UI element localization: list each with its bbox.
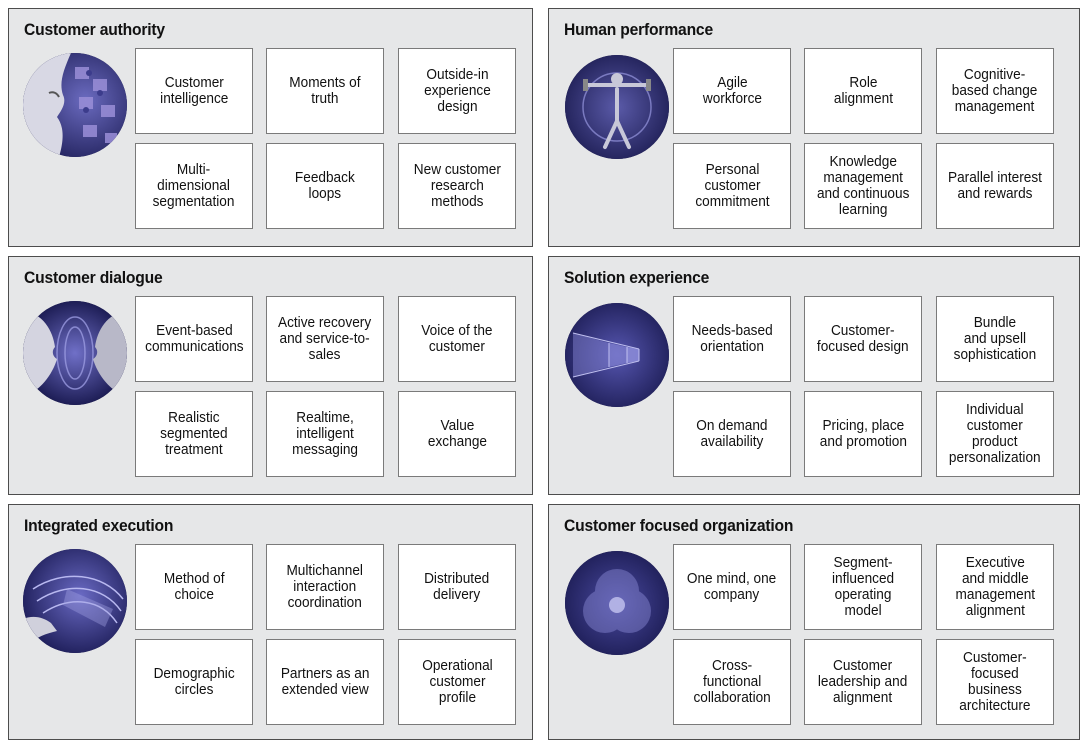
item-label: Role alignment xyxy=(833,75,893,107)
item-label: Personal customer commitment xyxy=(694,162,770,210)
item-box: Demographic circles xyxy=(135,639,253,725)
item-label: Knowledge management and continuous lear… xyxy=(816,154,910,218)
item-label: Bundle and upsell sophistication xyxy=(953,315,1037,363)
panel-customer-dialogue: Customer dialogue Event-based communicat… xyxy=(8,256,533,495)
item-label: Distributed delivery xyxy=(424,571,490,603)
item-box: Individual customer product personalizat… xyxy=(936,391,1054,477)
item-box: Knowledge management and continuous lear… xyxy=(804,143,922,229)
item-label: Method of choice xyxy=(163,571,225,603)
item-label: Customer- focused design xyxy=(817,323,909,355)
item-box: On demand availability xyxy=(673,391,791,477)
panel-integrated-execution: Integrated execution Method of choice Mu… xyxy=(8,504,533,740)
panel-customer-focused-organization: Customer focused organization One mind, … xyxy=(548,504,1080,740)
item-box: One mind, one company xyxy=(673,544,791,630)
item-box: Role alignment xyxy=(804,48,922,134)
item-box: Active recovery and service-to- sales xyxy=(266,296,384,382)
item-label: Needs-based orientation xyxy=(691,323,773,355)
item-box: Bundle and upsell sophistication xyxy=(936,296,1054,382)
panel-title: Solution experience xyxy=(564,268,710,287)
item-label: Outside-in experience design xyxy=(423,67,491,115)
panel-solution-experience: Solution experience Needs-based orientat… xyxy=(548,256,1080,495)
panel-title: Customer focused organization xyxy=(564,516,794,535)
item-label: Value exchange xyxy=(427,418,487,450)
item-label: Demographic circles xyxy=(153,666,235,698)
item-box: Needs-based orientation xyxy=(673,296,791,382)
panel-human-performance: Human performance Agile workforce Role a… xyxy=(548,8,1080,247)
tunnel-icon xyxy=(565,303,669,407)
item-label: Multi- dimensional segmentation xyxy=(153,162,235,210)
item-label: Cross- functional collaboration xyxy=(693,658,771,706)
item-box: Event-based communications xyxy=(135,296,253,382)
item-box: Personal customer commitment xyxy=(673,143,791,229)
item-label: Active recovery and service-to- sales xyxy=(278,315,372,363)
item-label: One mind, one company xyxy=(687,571,777,603)
item-box: Method of choice xyxy=(135,544,253,630)
item-box: Multi- dimensional segmentation xyxy=(135,143,253,229)
item-label: Event-based communications xyxy=(144,323,244,355)
panel-title: Human performance xyxy=(564,20,713,39)
item-box: Parallel interest and rewards xyxy=(936,143,1054,229)
item-box: Customer intelligence xyxy=(135,48,253,134)
item-box: Realtime, intelligent messaging xyxy=(266,391,384,477)
item-label: Executive and middle management alignmen… xyxy=(955,555,1035,619)
item-label: Cognitive- based change management xyxy=(952,67,1038,115)
item-box: Customer- focused design xyxy=(804,296,922,382)
item-label: Moments of truth xyxy=(289,75,361,107)
item-label: Customer intelligence xyxy=(159,75,229,107)
item-label: Realistic segmented treatment xyxy=(160,410,228,458)
item-label: Pricing, place and promotion xyxy=(819,418,907,450)
item-box: Pricing, place and promotion xyxy=(804,391,922,477)
panel-title: Customer dialogue xyxy=(24,268,163,287)
item-box: Cross- functional collaboration xyxy=(673,639,791,725)
item-label: Parallel interest and rewards xyxy=(948,170,1042,202)
item-label: Segment- influenced operating model xyxy=(831,555,895,619)
item-label: Feedback loops xyxy=(295,170,355,202)
item-box: Executive and middle management alignmen… xyxy=(936,544,1054,630)
item-label: Realtime, intelligent messaging xyxy=(292,410,358,458)
hand-curves-icon xyxy=(23,549,127,653)
item-box: New customer research methods xyxy=(398,143,516,229)
panel-title: Integrated execution xyxy=(24,516,174,535)
item-box: Voice of the customer xyxy=(398,296,516,382)
item-label: New customer research methods xyxy=(413,162,501,210)
facing-faces-icon xyxy=(23,301,127,405)
item-box: Segment- influenced operating model xyxy=(804,544,922,630)
item-box: Agile workforce xyxy=(673,48,791,134)
item-label: Operational customer profile xyxy=(421,658,493,706)
item-box: Customer- focused business architecture xyxy=(936,639,1054,725)
vitruvian-man-icon xyxy=(565,55,669,159)
item-box: Cognitive- based change management xyxy=(936,48,1054,134)
item-box: Feedback loops xyxy=(266,143,384,229)
item-box: Partners as an extended view xyxy=(266,639,384,725)
item-label: Customer- focused business architecture xyxy=(959,650,1031,714)
item-box: Distributed delivery xyxy=(398,544,516,630)
panel-customer-authority: Customer authority Customer intelligence… xyxy=(8,8,533,247)
item-box: Moments of truth xyxy=(266,48,384,134)
item-label: Individual customer product personalizat… xyxy=(949,402,1041,466)
item-box: Customer leadership and alignment xyxy=(804,639,922,725)
item-label: Voice of the customer xyxy=(421,323,493,355)
item-label: Agile workforce xyxy=(702,75,762,107)
item-box: Multichannel interaction coordination xyxy=(266,544,384,630)
puzzle-face-icon xyxy=(23,53,127,157)
item-label: Customer leadership and alignment xyxy=(818,658,908,706)
item-label: Multichannel interaction coordination xyxy=(286,563,364,611)
overlapping-circles-icon xyxy=(565,551,669,655)
item-box: Operational customer profile xyxy=(398,639,516,725)
panel-title: Customer authority xyxy=(24,20,165,39)
item-box: Realistic segmented treatment xyxy=(135,391,253,477)
item-label: On demand availability xyxy=(696,418,768,450)
item-box: Outside-in experience design xyxy=(398,48,516,134)
item-box: Value exchange xyxy=(398,391,516,477)
item-label: Partners as an extended view xyxy=(280,666,370,698)
